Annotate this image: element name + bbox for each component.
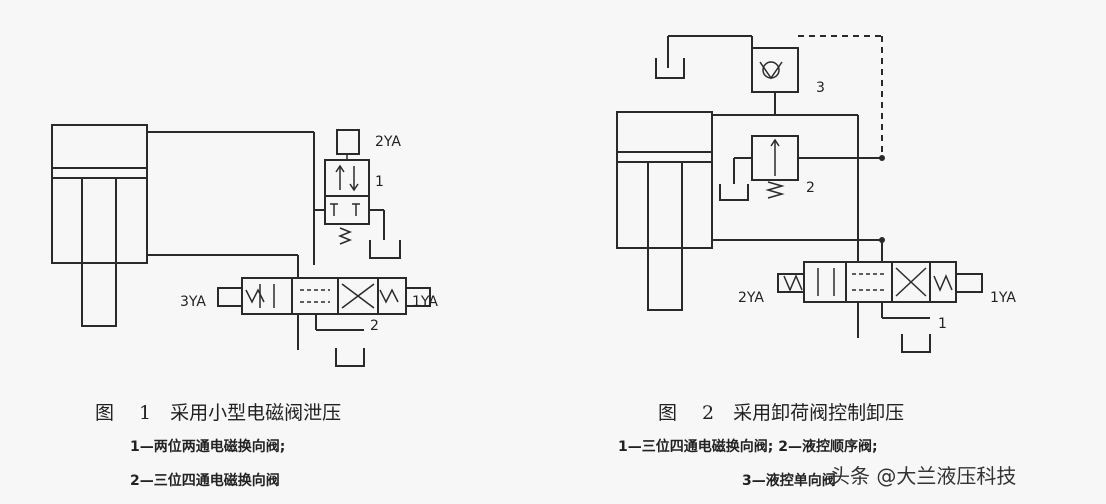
fig2-label-2: 2 (806, 180, 815, 196)
fig1-two-way-solenoid-valve (314, 129, 385, 245)
fig1-piston-rod (81, 177, 117, 327)
watermark-text: 头条 @大兰液压科技 (830, 464, 1017, 488)
fig2-sequence-valve (733, 135, 882, 199)
fig2-caption-note-2: 3—液控单向阀 (742, 473, 836, 489)
fig2-cylinder-body (616, 111, 713, 249)
fig1-tank-2 (335, 348, 365, 367)
fig2-four-way-directional-valve (777, 261, 983, 338)
fig1-label-3ya: 3YA (180, 294, 206, 310)
fig2-label-1ya: 1YA (990, 290, 1016, 306)
fig2-label-3: 3 (816, 80, 825, 96)
fig1-label-2ya: 2YA (375, 134, 401, 150)
fig2-pilot-check-valve (667, 35, 883, 158)
fig1-label-1: 1 (375, 174, 384, 190)
fig2-piston-rod (647, 161, 683, 311)
fig1-caption-title: 图 1 采用小型电磁阀泄压 (95, 402, 342, 424)
figure-1-schematic: 2YA 1 3YA 1YA 2 (51, 124, 438, 367)
fig2-tank-3 (901, 334, 931, 353)
fig2-label-1: 1 (938, 316, 947, 332)
fig1-cylinder-body (51, 124, 148, 264)
fig1-four-way-directional-valve (217, 277, 431, 350)
fig1-caption-note-1: 1—两位两通电磁换向阀; (130, 439, 286, 455)
fig2-label-2ya: 2YA (738, 290, 764, 306)
figure-2-schematic: 3 2 2YA 1YA 1 (616, 35, 1016, 353)
fig1-tank-1 (369, 240, 401, 259)
fig2-tank-2 (719, 184, 749, 201)
fig2-caption-title: 图 2 采用卸荷阀控制卸压 (658, 402, 905, 424)
fig1-label-1ya: 1YA (412, 294, 438, 310)
fig2-tank-1 (655, 58, 685, 79)
fig1-caption-note-2: 2—三位四通电磁换向阀 (130, 473, 280, 489)
fig2-caption-note-1: 1—三位四通电磁换向阀; 2—液控顺序阀; (618, 439, 878, 455)
fig1-label-2: 2 (370, 318, 379, 334)
